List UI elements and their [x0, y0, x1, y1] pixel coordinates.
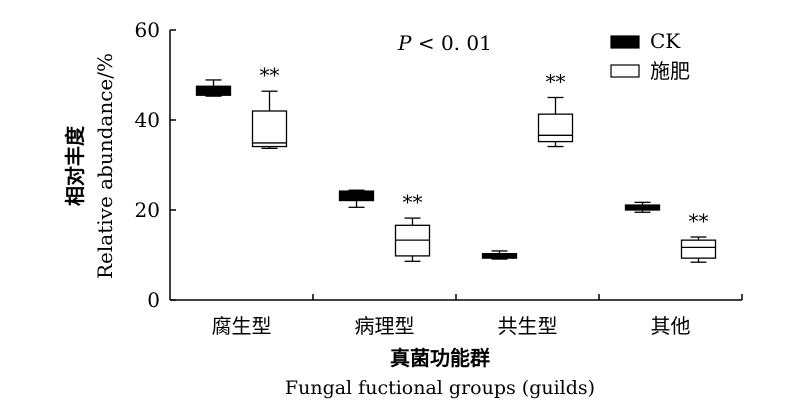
y-tick-label: 0 [147, 288, 160, 312]
legend: CK 施肥 [610, 29, 690, 83]
box-ck [195, 79, 232, 97]
significance-label: ** [260, 63, 280, 87]
p-value-annotation: P < 0. 01 [397, 31, 492, 55]
box-ck [481, 250, 518, 260]
legend-label-ck: CK [650, 29, 681, 53]
box-iqr [537, 113, 574, 143]
box-ck [338, 189, 375, 208]
x-tick-label: 其他 [651, 314, 691, 338]
box-iqr [251, 110, 288, 148]
y-axis-label-en: Relative abundance/% [93, 53, 117, 279]
x-tick-label: 病理型 [355, 314, 415, 338]
box-fertilized: ** [394, 190, 431, 262]
box-ck [624, 201, 661, 213]
y-tick-label: 20 [135, 198, 160, 222]
legend-label-fertilized: 施肥 [650, 59, 690, 83]
plot-marks: ** ** ** ** [195, 63, 717, 263]
box-fertilized: ** [251, 63, 288, 150]
significance-label: ** [689, 209, 709, 233]
box-iqr [680, 239, 717, 259]
legend-swatch-ck [610, 35, 640, 49]
axes: 0 20 40 60 腐生型 病理型 共生型 其他 [135, 18, 743, 338]
p-value-symbol: P [397, 31, 412, 55]
p-value-text: < 0. 01 [411, 31, 491, 55]
y-axis-label-cn: 相对丰度 [63, 125, 87, 206]
x-tick-label: 腐生型 [212, 314, 272, 338]
y-tick-label: 40 [135, 108, 160, 132]
box-fertilized: ** [537, 70, 574, 148]
y-tick-label: 60 [135, 18, 160, 42]
significance-label: ** [546, 70, 566, 94]
x-tick-label: 共生型 [498, 314, 558, 338]
significance-label: ** [403, 190, 423, 214]
x-axis-label-en: Fungal fuctional groups (guilds) [285, 377, 595, 399]
x-axis-label-cn: 真菌功能群 [390, 346, 490, 370]
box-fertilized: ** [680, 209, 717, 263]
legend-swatch-fertilized [610, 64, 640, 78]
